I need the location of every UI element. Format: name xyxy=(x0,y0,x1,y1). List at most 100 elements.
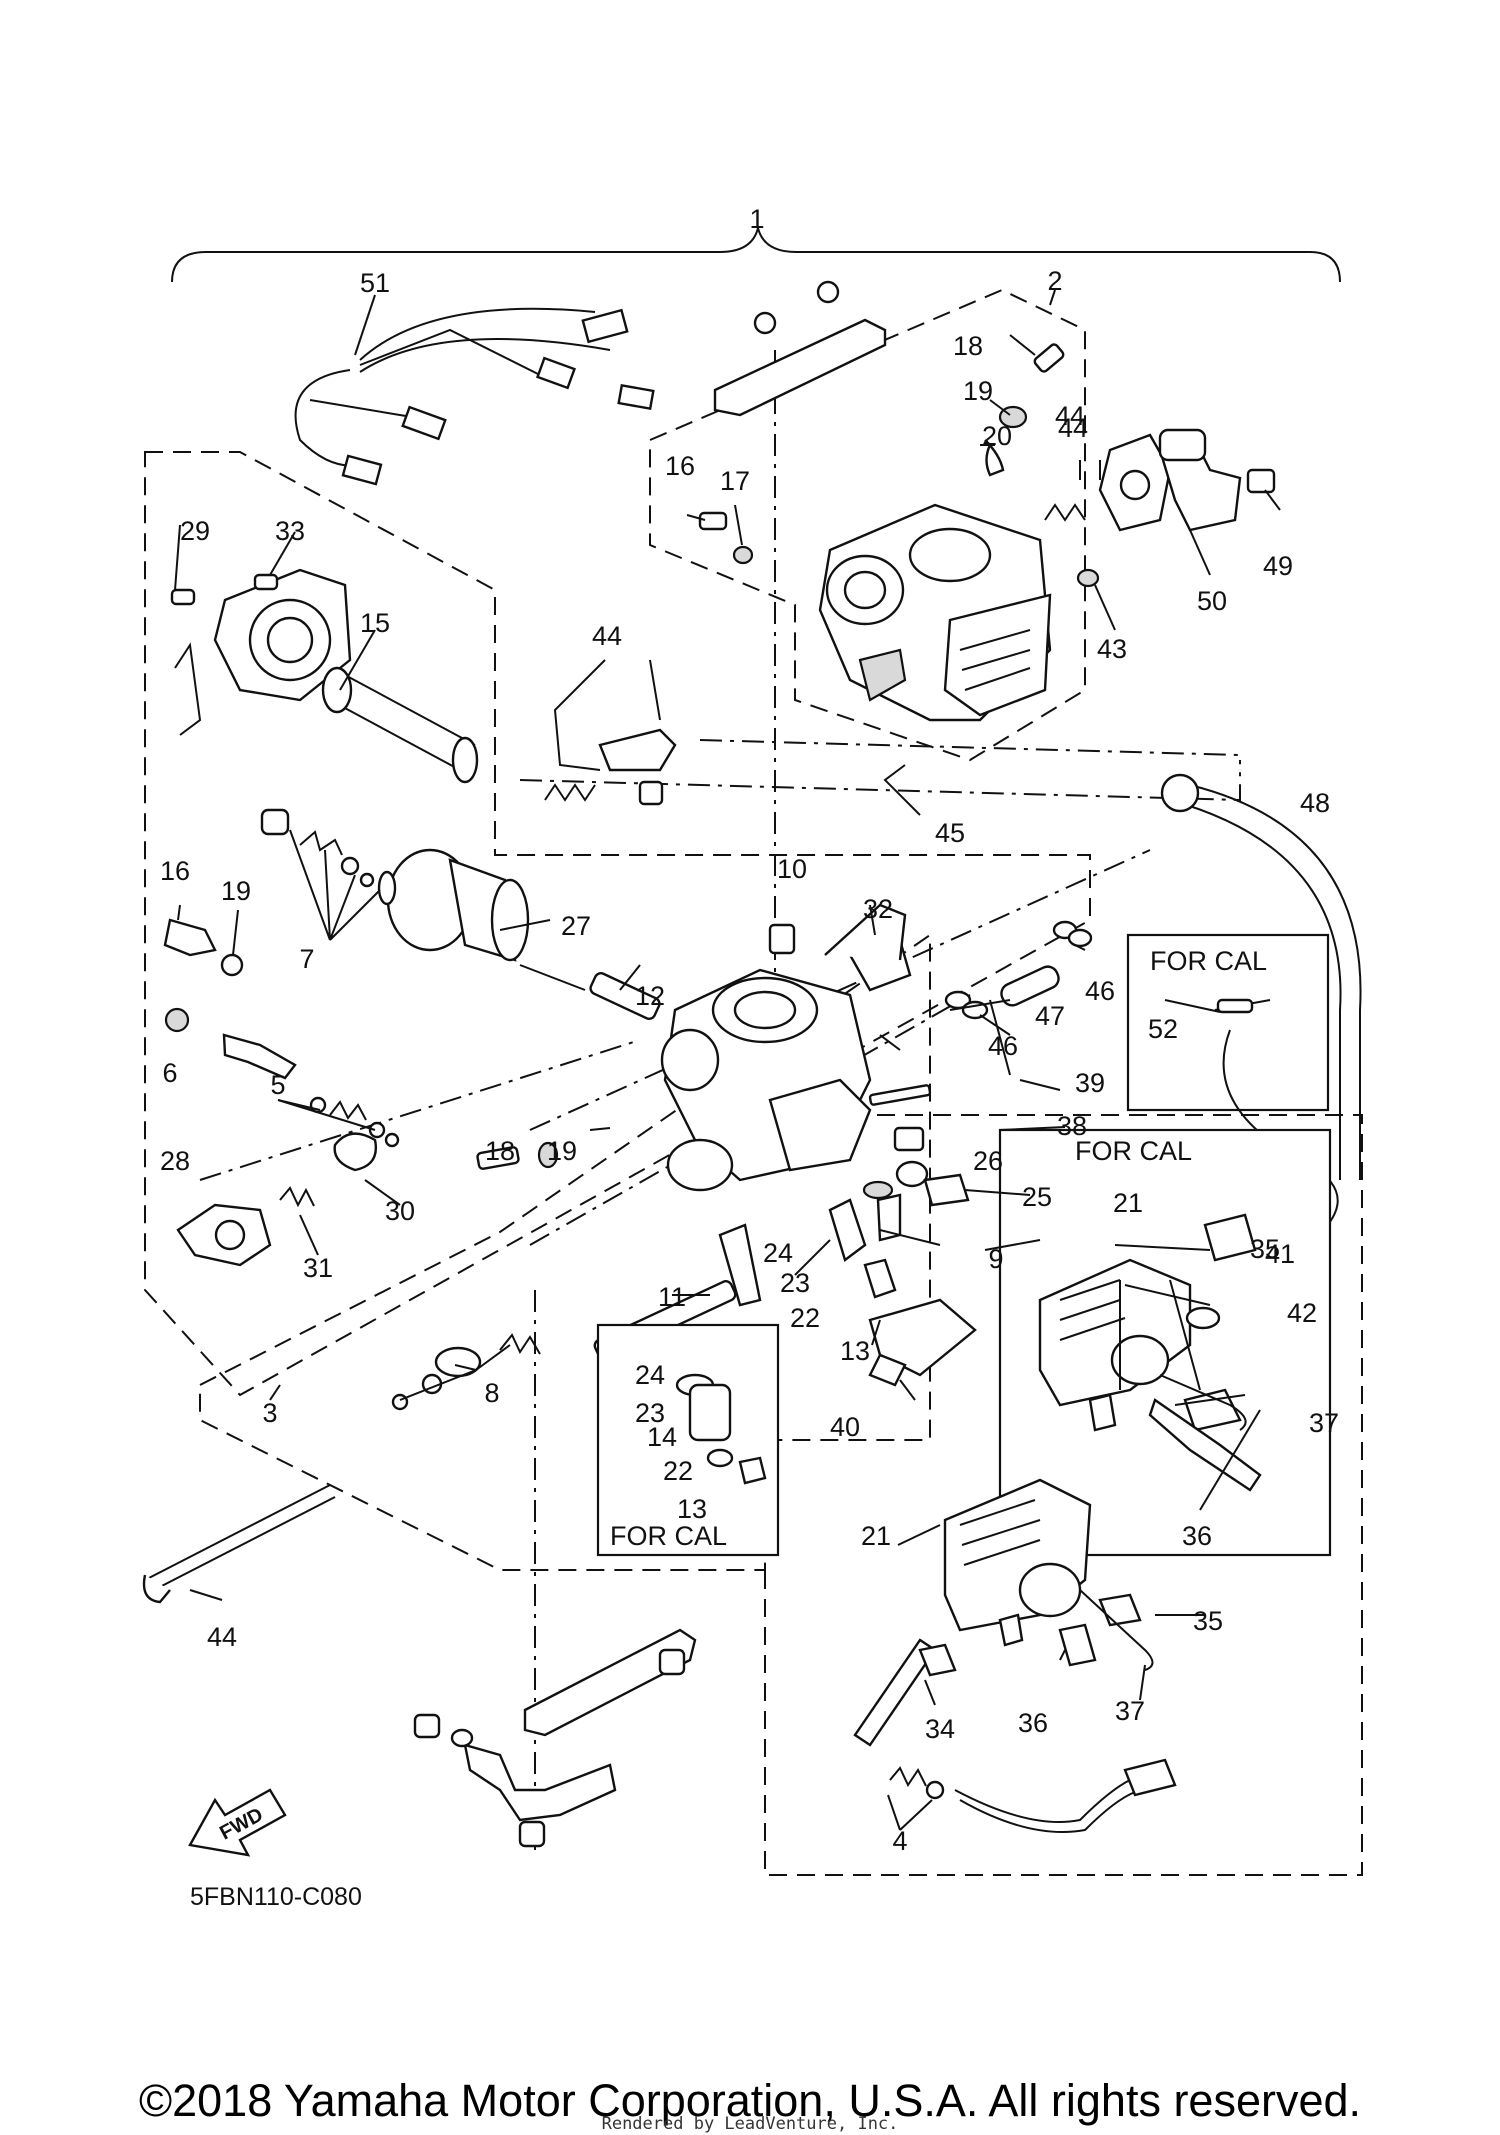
callout-label: 34 xyxy=(925,1714,955,1744)
callout-label: 31 xyxy=(303,1253,333,1283)
callout-label: 32 xyxy=(863,894,893,924)
callout-label: 42 xyxy=(1287,1298,1317,1328)
callout-label: 11 xyxy=(658,1282,686,1312)
throttle-spring-bracket xyxy=(544,728,677,806)
callout-label: 16 xyxy=(665,451,695,481)
callout-label: 35 xyxy=(1250,1234,1280,1264)
callout-label: 38 xyxy=(1057,1111,1087,1141)
callout-label: 2 xyxy=(1047,266,1062,296)
callout-label: 28 xyxy=(160,1146,190,1176)
callout-label: 17 xyxy=(720,466,750,496)
callout-label: 16 xyxy=(160,856,190,886)
callout-label: 24 xyxy=(635,1360,665,1390)
callout-label: 30 xyxy=(385,1196,415,1226)
cover-assembly-cal xyxy=(1038,1213,1262,1492)
bottom-bracket xyxy=(413,1628,697,1848)
fwd-arrow: FWD xyxy=(188,1788,287,1857)
for-cal-label-fuel: FOR CAL xyxy=(1150,946,1267,976)
callout-label: 6 xyxy=(162,1058,177,1088)
callout-label: 14 xyxy=(647,1422,677,1452)
parts-upper-right xyxy=(698,343,1276,588)
for-cal-label-jets: FOR CAL xyxy=(610,1521,727,1551)
callout-label: 52 xyxy=(1148,1014,1178,1044)
main-body-small-parts xyxy=(176,972,661,1267)
callout-labels: 1 2 3 4 5 6 7 8 9 10 11 12 13 13 14 15 1… xyxy=(160,204,1339,1856)
callout-label: 18 xyxy=(953,331,983,361)
callout-label: 33 xyxy=(275,516,305,546)
callout-label: 46 xyxy=(988,1031,1018,1061)
callout-label: 8 xyxy=(484,1378,499,1408)
assembly-brace xyxy=(171,227,1341,283)
callout-label: 20 xyxy=(982,421,1012,451)
wire-harness xyxy=(294,307,655,486)
diagram-code: 5FBN110-C080 xyxy=(190,1883,362,1911)
callout-label: 36 xyxy=(1182,1521,1212,1551)
callout-label: 21 xyxy=(861,1521,891,1551)
group-outline-upper-carb xyxy=(649,288,1086,762)
callout-label: 5 xyxy=(270,1070,285,1100)
upper-carburetor-body xyxy=(818,503,1052,722)
callout-label: 19 xyxy=(547,1136,577,1166)
callout-label: 12 xyxy=(635,981,665,1011)
callout-label: 7 xyxy=(299,944,314,974)
callout-label: 13 xyxy=(840,1336,870,1366)
callout-label: 10 xyxy=(777,854,807,884)
callout-label: 36 xyxy=(1018,1708,1048,1738)
callout-label: 29 xyxy=(180,516,210,546)
callout-label: 45 xyxy=(935,818,965,848)
callout-label: 47 xyxy=(1035,1001,1065,1031)
callout-label: 23 xyxy=(635,1398,665,1428)
cover-assembly-lower xyxy=(853,1478,1177,1833)
throttle-rod xyxy=(142,1484,336,1604)
leader-lines xyxy=(174,289,1281,1831)
callout-label: 1 xyxy=(749,204,764,234)
main-carburetor-body xyxy=(660,903,912,1192)
callout-label: 41 xyxy=(1265,1239,1295,1269)
callout-label: 9 xyxy=(988,1244,1003,1274)
callout-label: 35 xyxy=(1193,1606,1223,1636)
callout-label: 24 xyxy=(763,1238,793,1268)
for-cal-box-center xyxy=(596,1323,780,1557)
callout-label: 13 xyxy=(677,1494,707,1524)
callout-label: 15 xyxy=(360,608,390,638)
fuel-hose xyxy=(1126,773,1362,1312)
callout-label: 19 xyxy=(963,376,993,406)
callout-label: 51 xyxy=(360,268,390,298)
callout-label: 44 xyxy=(592,621,622,651)
callout-label: 37 xyxy=(1115,1696,1145,1726)
callout-label: 43 xyxy=(1097,634,1127,664)
callout-label: 44 xyxy=(1058,413,1088,443)
callout-label: 40 xyxy=(830,1412,860,1442)
axis-line-4 xyxy=(529,849,1151,1131)
callout-label: 22 xyxy=(663,1456,693,1486)
callout-label: 23 xyxy=(780,1268,810,1298)
group-outline-right xyxy=(764,1114,1363,1876)
callout-label: 46 xyxy=(1085,976,1115,1006)
callout-label: 18 xyxy=(485,1136,515,1166)
sleeve-tube xyxy=(321,666,479,784)
rendered-by-credit: Rendered by LeadVenture, Inc. xyxy=(601,2114,899,2134)
left-screws xyxy=(163,918,400,1148)
callout-label: 25 xyxy=(1022,1182,1052,1212)
callout-label: 39 xyxy=(1075,1068,1105,1098)
callout-label: 3 xyxy=(262,1398,277,1428)
copyright-notice: ©2018 Yamaha Motor Corporation, U.S.A. A… xyxy=(138,2075,1362,2126)
callout-label: 4 xyxy=(892,1826,907,1856)
cal-jet-parts xyxy=(675,1373,767,1485)
callout-label: 44 xyxy=(1055,401,1085,431)
callout-label: 50 xyxy=(1197,586,1227,616)
callout-label: 26 xyxy=(973,1146,1003,1176)
axis-line-7 xyxy=(199,1039,641,1181)
jets-and-needle xyxy=(391,1180,977,1411)
axis-line-1 xyxy=(699,739,1241,756)
callout-label: 21 xyxy=(1113,1188,1143,1218)
for-cal-label-cover: FOR CAL xyxy=(1075,1136,1192,1166)
callout-label: 19 xyxy=(221,876,251,906)
diaphragm-cover xyxy=(170,568,352,736)
callout-label: 48 xyxy=(1300,788,1330,818)
piston-valve xyxy=(260,808,586,991)
callout-label: 27 xyxy=(561,911,591,941)
top-bracket xyxy=(713,280,887,417)
callout-label: 49 xyxy=(1263,551,1293,581)
